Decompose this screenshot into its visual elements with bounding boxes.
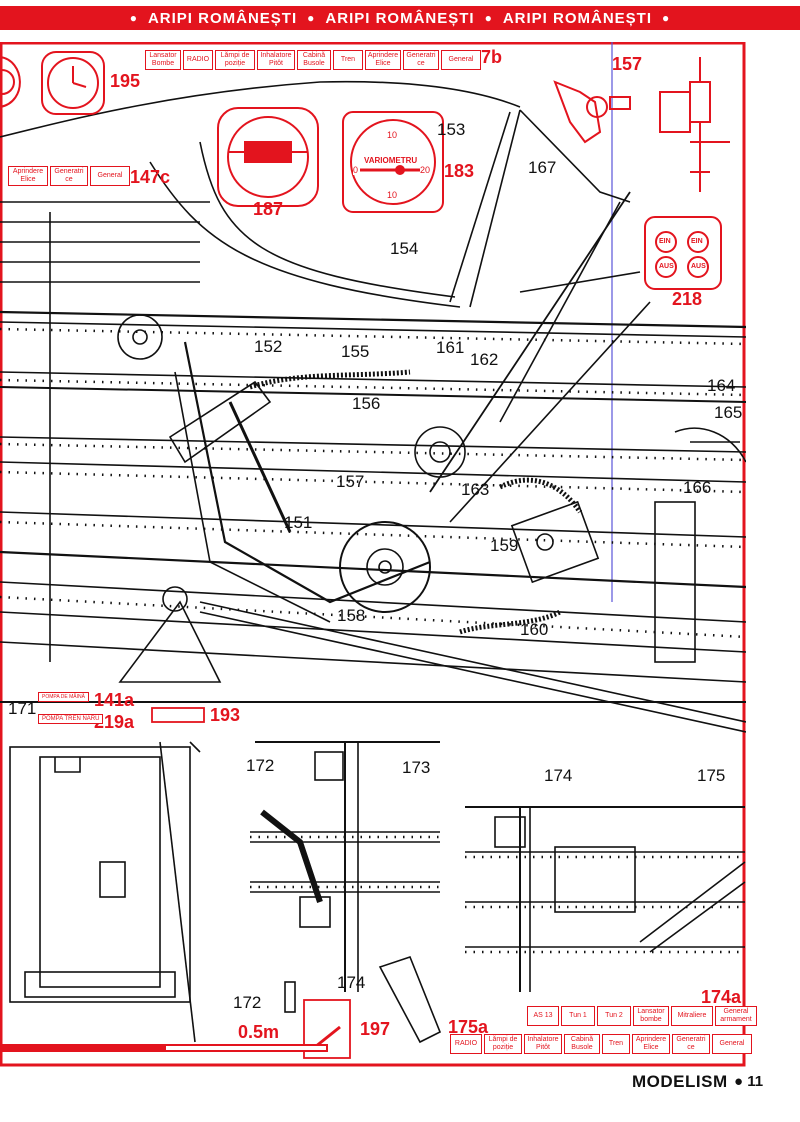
- panel-175a-cell: Tren: [602, 1034, 630, 1054]
- banner-item-3: ARIPI ROMÂNEȘTI: [502, 9, 653, 27]
- callout-151: 151: [284, 513, 313, 532]
- panel-174a-cell: Mitraliere: [671, 1006, 713, 1026]
- panel-147c-cell: General: [90, 166, 130, 186]
- callout-158: 158: [337, 606, 366, 625]
- switch-ein-2: EIN: [691, 238, 703, 245]
- header-banner: ● ARIPI ROMÂNEȘTI ● ARIPI ROMÂNEȘTI ● AR…: [0, 6, 800, 30]
- callout-172-main: 172: [246, 756, 275, 775]
- banner-item-2: ARIPI ROMÂNEȘTI: [325, 9, 475, 27]
- page-number: ● 11: [734, 1073, 764, 1090]
- lower-detail-views: [9, 741, 746, 1044]
- panel-174a-cell: Lansator bombe: [633, 1006, 669, 1026]
- panel-174a-cell: AS 13: [527, 1006, 559, 1026]
- switch-panel-147b: Lansator Bombe RADIO Lămpi de poziție In…: [145, 50, 481, 70]
- callout-156: 156: [352, 394, 381, 413]
- panel-175a-cell: Cabină Busole: [564, 1034, 600, 1054]
- ref-219a: 219a: [94, 712, 135, 732]
- panel-147b-cell: RADIO: [183, 50, 213, 70]
- variometer-10-bottom: 10: [387, 190, 398, 200]
- switch-ein-1: EIN: [659, 238, 671, 245]
- callout-163: 163: [461, 480, 490, 499]
- callout-162: 162: [470, 350, 499, 369]
- panel-174a-cell: Tun 1: [561, 1006, 595, 1026]
- technical-drawing-plate: [0, 42, 746, 1067]
- ref-187: 187: [253, 199, 284, 219]
- callout-159: 159: [490, 536, 519, 555]
- callout-175: 175: [697, 766, 726, 785]
- ref-183: 183: [444, 161, 475, 181]
- switch-placard: [303, 999, 351, 1059]
- ref-193: 193: [210, 705, 241, 725]
- panel-147b-cell: Generatri ce: [403, 50, 439, 70]
- switch-aus-1: AUS: [659, 263, 674, 270]
- ref-175a: 175a: [448, 1017, 489, 1037]
- attitude-instrument: [217, 107, 319, 207]
- panel-175a-cell: Aprindere Elice: [632, 1034, 670, 1054]
- panel-175a-cell: RADIO: [450, 1034, 482, 1054]
- callout-152: 152: [254, 337, 283, 356]
- panel-174a-cell: Tun 2: [597, 1006, 631, 1026]
- scale-bar: [0, 1044, 328, 1052]
- callout-174-detail: 174: [337, 973, 366, 992]
- callout-172-detail: 172: [233, 993, 262, 1012]
- variometer-0: 0: [353, 165, 359, 175]
- variometer-instrument: [342, 111, 444, 213]
- callout-153: 153: [437, 120, 466, 139]
- callout-164: 164: [707, 376, 736, 395]
- cockpit-side-view: [0, 80, 746, 733]
- ref-195: 195: [110, 71, 141, 91]
- callout-167: 167: [528, 158, 557, 177]
- panel-147b-cell: Lămpi de poziție: [215, 50, 255, 70]
- callout-157: 157: [336, 472, 365, 491]
- switch-aus-2: AUS: [691, 263, 706, 270]
- variometer-20: 20: [420, 165, 431, 175]
- callout-155: 155: [341, 342, 370, 361]
- ignition-switch-box: [644, 216, 722, 290]
- panel-147c-cell: Generatri ce: [50, 166, 88, 186]
- variometer-10-top: 10: [387, 130, 398, 140]
- placard-141a: POMPA DE MÂINĂ: [38, 692, 89, 702]
- page-number-value: 11: [747, 1073, 764, 1090]
- switch-panel-174a: AS 13 Tun 1 Tun 2 Lansator bombe Mitrali…: [527, 1006, 757, 1026]
- callout-161: 161: [436, 338, 465, 357]
- panel-147b-cell: Lansator Bombe: [145, 50, 181, 70]
- switch-panel-147c: Aprindere Elice Generatri ce General: [8, 166, 130, 186]
- panel-147b-cell: Aprindere Elice: [365, 50, 401, 70]
- ref-141a: 141a: [94, 690, 135, 710]
- magazine-logo: MODELISM: [632, 1072, 728, 1091]
- callout-165: 165: [714, 403, 743, 422]
- panel-175a-cell: General: [712, 1034, 752, 1054]
- banner-item-1: ARIPI ROMÂNEȘTI: [147, 9, 298, 27]
- panel-147c-cell: Aprindere Elice: [8, 166, 48, 186]
- ref-197: 197: [360, 1019, 391, 1039]
- callout-166: 166: [683, 478, 712, 497]
- switch-panel-175a: RADIO Lămpi de poziție Inhalatore Pitôt …: [450, 1034, 752, 1054]
- panel-175a-cell: Generatri ce: [672, 1034, 710, 1054]
- fuel-valve-detail: [553, 57, 730, 192]
- ref-174a: 174a: [701, 987, 742, 1007]
- callout-173: 173: [402, 758, 431, 777]
- panel-147b-cell: General: [441, 50, 481, 70]
- panel-147b-cell: Tren: [333, 50, 363, 70]
- callout-160: 160: [520, 620, 549, 639]
- placard-219a: POMPA TREN NARU: [38, 714, 104, 724]
- panel-174a-cell: General armament: [715, 1006, 757, 1026]
- ref-218: 218: [672, 289, 703, 309]
- callout-174-main: 174: [544, 766, 573, 785]
- callout-154: 154: [390, 239, 419, 258]
- ref-147c: 147c: [130, 167, 171, 187]
- ref-157: 157: [612, 54, 643, 74]
- callout-171: 171: [8, 699, 37, 718]
- panel-147b-cell: Inhalatore Pitôt: [257, 50, 295, 70]
- panel-175a-cell: Inhalatore Pitôt: [524, 1034, 562, 1054]
- scale-label: 0.5m: [238, 1022, 280, 1042]
- variometer-title: VARIOMETRU: [364, 156, 418, 165]
- clock-instrument: [41, 51, 105, 115]
- panel-175a-cell: Lămpi de poziție: [484, 1034, 522, 1054]
- panel-147b-cell: Cabină Busole: [297, 50, 331, 70]
